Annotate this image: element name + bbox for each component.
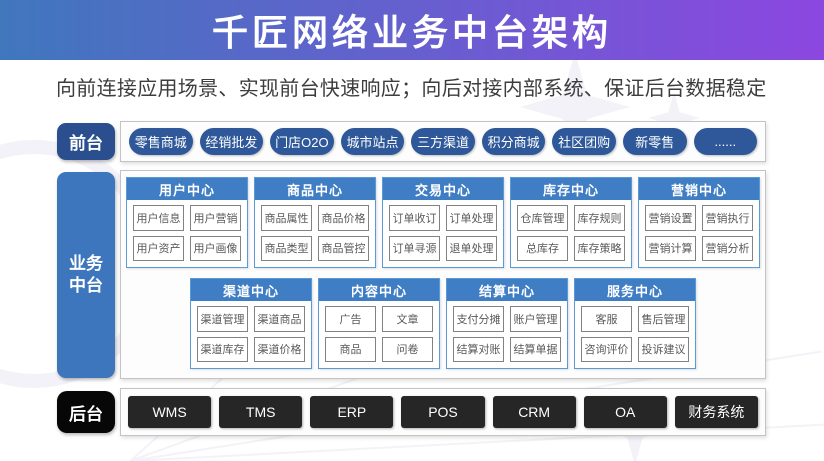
center-item: 结算单据 bbox=[510, 336, 561, 362]
center-body: 客服售后管理咨询评价投诉建议 bbox=[575, 301, 695, 368]
center-item: 营销计算 bbox=[645, 235, 696, 261]
back-item: 财务系统 bbox=[674, 396, 758, 428]
center-body: 渠道管理渠道商品渠道库存渠道价格 bbox=[191, 301, 311, 368]
center-box: 交易中心订单收订订单处理订单寻源退单处理 bbox=[382, 177, 504, 268]
center-item: 订单处理 bbox=[446, 205, 497, 231]
center-item: 商品类型 bbox=[261, 235, 312, 261]
back-item: TMS bbox=[219, 396, 303, 428]
center-title: 商品中心 bbox=[255, 178, 375, 200]
center-item: 商品 bbox=[325, 336, 376, 362]
center-item: 用户信息 bbox=[133, 205, 184, 231]
center-item: 账户管理 bbox=[510, 306, 561, 332]
front-item: 新零售 bbox=[622, 128, 687, 155]
center-box: 用户中心用户信息用户营销用户资产用户画像 bbox=[126, 177, 248, 268]
front-item: 门店O2O bbox=[270, 128, 334, 155]
center-item: 客服 bbox=[581, 306, 632, 332]
center-title: 用户中心 bbox=[127, 178, 247, 200]
back-item: WMS bbox=[128, 396, 212, 428]
center-title: 渠道中心 bbox=[191, 279, 311, 301]
subtitle: 向前连接应用场景、实现前台快速响应；向后对接内部系统、保证后台数据稳定 bbox=[56, 78, 767, 100]
center-box: 服务中心客服售后管理咨询评价投诉建议 bbox=[574, 278, 696, 369]
front-item: 零售商城 bbox=[129, 128, 193, 155]
middle-layer-label-line1: 业务 bbox=[69, 253, 103, 273]
front-item: 三方渠道 bbox=[411, 128, 475, 155]
center-item: 投诉建议 bbox=[638, 336, 689, 362]
center-item: 问卷 bbox=[382, 336, 433, 362]
center-item: 库存规则 bbox=[574, 205, 625, 231]
center-body: 营销设置营销执行营销计算营销分析 bbox=[639, 200, 759, 267]
center-item: 渠道价格 bbox=[254, 336, 305, 362]
center-item: 结算对账 bbox=[453, 336, 504, 362]
center-item: 营销执行 bbox=[702, 205, 753, 231]
center-body: 商品属性商品价格商品类型商品管控 bbox=[255, 200, 375, 267]
center-item: 总库存 bbox=[517, 235, 568, 261]
center-item: 用户画像 bbox=[190, 235, 241, 261]
center-box: 内容中心广告文章商品问卷 bbox=[318, 278, 440, 369]
middle-layer-label-line2: 中台 bbox=[69, 276, 103, 295]
middle-layer-label: 业务 中台 bbox=[57, 172, 115, 378]
back-item: ERP bbox=[310, 396, 394, 428]
center-item: 支付分摊 bbox=[453, 306, 504, 332]
center-title: 交易中心 bbox=[383, 178, 503, 200]
center-item: 库存策略 bbox=[574, 235, 625, 261]
front-item: 经销批发 bbox=[199, 128, 264, 155]
center-body: 仓库管理库存规则总库存库存策略 bbox=[511, 200, 631, 267]
center-item: 文章 bbox=[382, 306, 433, 332]
center-box: 商品中心商品属性商品价格商品类型商品管控 bbox=[254, 177, 376, 268]
center-box: 营销中心营销设置营销执行营销计算营销分析 bbox=[638, 177, 760, 268]
center-item: 营销设置 bbox=[645, 205, 696, 231]
center-row-1: 用户中心用户信息用户营销用户资产用户画像商品中心商品属性商品价格商品类型商品管控… bbox=[126, 177, 760, 268]
back-item: OA bbox=[583, 396, 667, 428]
center-item: 商品属性 bbox=[261, 205, 312, 231]
center-item: 订单收订 bbox=[389, 205, 440, 231]
center-item: 订单寻源 bbox=[389, 235, 440, 261]
center-box: 渠道中心渠道管理渠道商品渠道库存渠道价格 bbox=[190, 278, 312, 369]
center-title: 内容中心 bbox=[319, 279, 439, 301]
center-row-2: 渠道中心渠道管理渠道商品渠道库存渠道价格内容中心广告文章商品问卷结算中心支付分摊… bbox=[126, 278, 760, 369]
center-item: 售后管理 bbox=[638, 306, 689, 332]
center-item: 渠道管理 bbox=[197, 306, 248, 332]
center-item: 渠道商品 bbox=[254, 306, 305, 332]
center-item: 商品价格 bbox=[318, 205, 369, 231]
front-item: 积分商城 bbox=[481, 128, 546, 155]
center-body: 用户信息用户营销用户资产用户画像 bbox=[127, 200, 247, 267]
page-title: 千匠网络业务中台架构 bbox=[211, 12, 612, 53]
front-item: 社区团购 bbox=[552, 128, 616, 155]
title-bar: 千匠网络业务中台架构 bbox=[0, 0, 824, 60]
center-item: 营销分析 bbox=[702, 235, 753, 261]
center-title: 服务中心 bbox=[575, 279, 695, 301]
center-item: 商品管控 bbox=[318, 235, 369, 261]
back-item: CRM bbox=[492, 396, 576, 428]
center-box: 结算中心支付分摊账户管理结算对账结算单据 bbox=[446, 278, 568, 369]
front-item: ...... bbox=[693, 128, 758, 155]
center-title: 营销中心 bbox=[639, 178, 759, 200]
center-body: 广告文章商品问卷 bbox=[319, 301, 439, 368]
front-layer-label: 前台 bbox=[57, 123, 115, 160]
back-item: POS bbox=[401, 396, 485, 428]
center-title: 库存中心 bbox=[511, 178, 631, 200]
center-title: 结算中心 bbox=[447, 279, 567, 301]
center-item: 退单处理 bbox=[446, 235, 497, 261]
center-body: 订单收订订单处理订单寻源退单处理 bbox=[383, 200, 503, 267]
center-box: 库存中心仓库管理库存规则总库存库存策略 bbox=[510, 177, 632, 268]
center-item: 咨询评价 bbox=[581, 336, 632, 362]
center-item: 用户资产 bbox=[133, 235, 184, 261]
center-item: 广告 bbox=[325, 306, 376, 332]
center-item: 渠道库存 bbox=[197, 336, 248, 362]
center-item: 仓库管理 bbox=[517, 205, 568, 231]
center-item: 用户营销 bbox=[190, 205, 241, 231]
center-body: 支付分摊账户管理结算对账结算单据 bbox=[447, 301, 567, 368]
back-layer-label: 后台 bbox=[57, 391, 115, 433]
front-item: 城市站点 bbox=[340, 128, 405, 155]
middle-panel: 用户中心用户信息用户营销用户资产用户画像商品中心商品属性商品价格商品类型商品管控… bbox=[120, 170, 766, 379]
